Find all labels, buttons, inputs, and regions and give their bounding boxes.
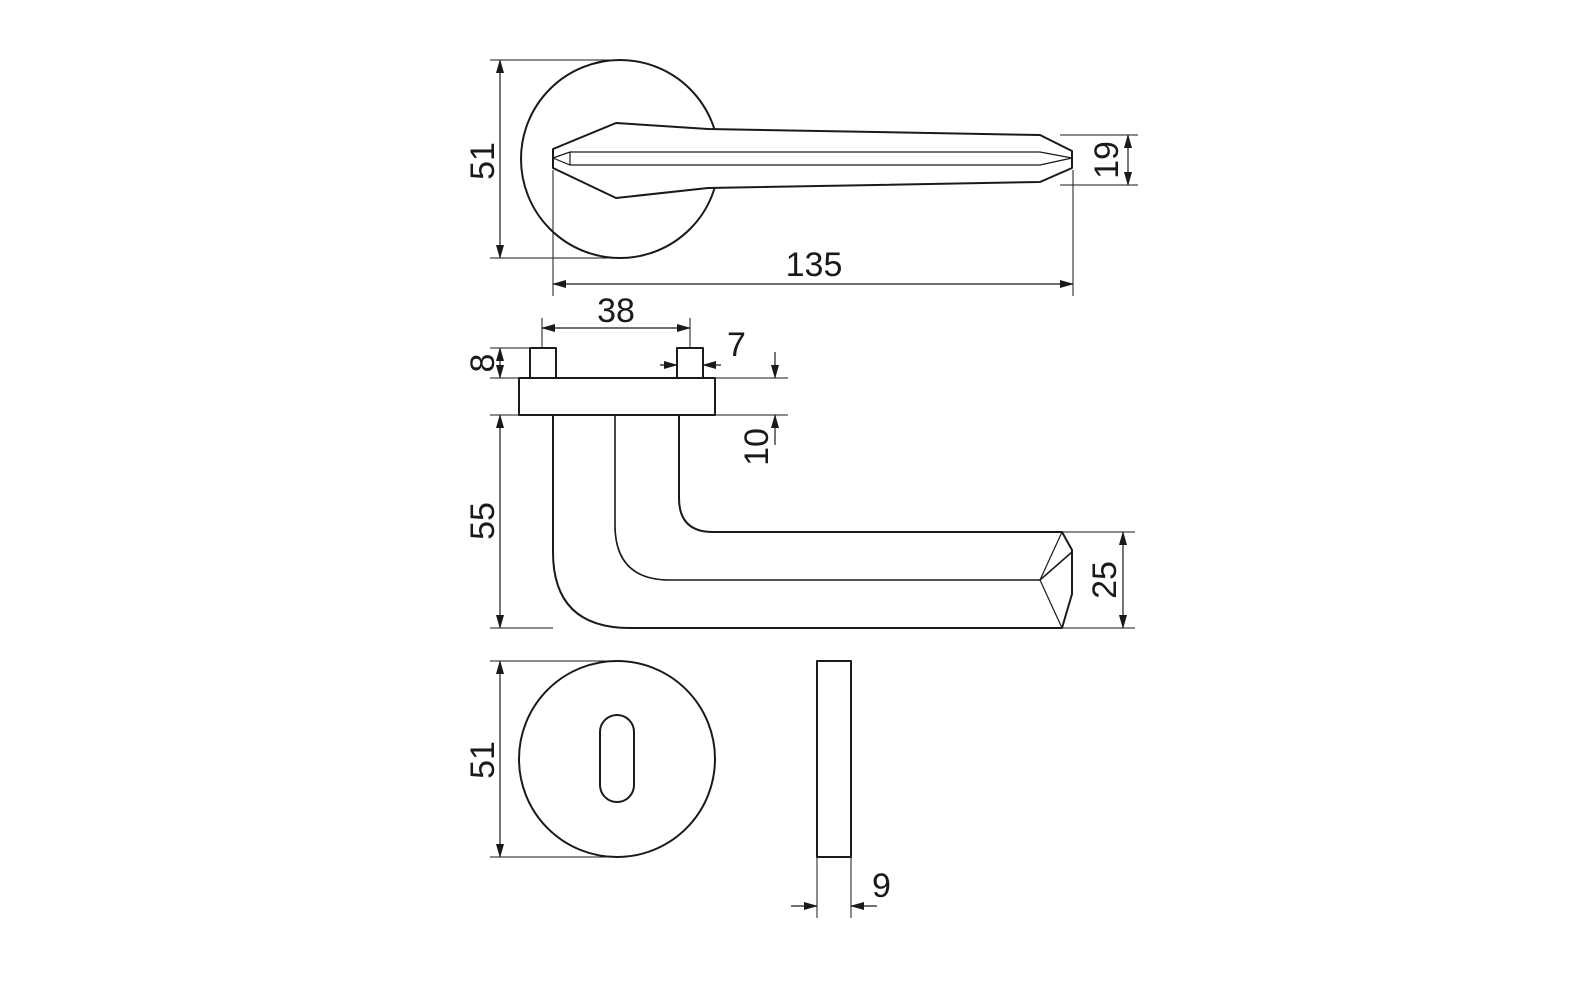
- dim-pin-height: 8: [464, 347, 530, 379]
- rose-plate-side: [518, 377, 716, 416]
- dim-label-lever-length: 135: [786, 246, 843, 284]
- lever-handle-top: [552, 122, 1073, 199]
- lever-inner-edge-side: [614, 415, 1073, 581]
- dim-spindle-spacing: 38: [541, 292, 691, 348]
- dim-label-escutcheon-diameter: 51: [464, 741, 502, 779]
- dim-pin-width: 7: [660, 326, 746, 369]
- lever-top-view: [520, 59, 1073, 259]
- dim-label-lever-drop: 55: [464, 502, 502, 540]
- dim-label-pin-width: 7: [727, 326, 746, 364]
- escutcheon-front-view: [518, 660, 716, 858]
- spindle-pin-right: [676, 347, 704, 379]
- escutcheon-side-view: [816, 660, 852, 858]
- dim-label-rose-diameter-top: 51: [464, 142, 502, 180]
- dim-escutcheon-diameter: 51: [464, 660, 620, 858]
- dim-label-escutcheon-thickness: 9: [872, 867, 891, 905]
- lever-ridge-top: [552, 151, 1073, 166]
- spindle-pin-left: [529, 347, 557, 379]
- dim-lever-drop: 55: [464, 414, 553, 629]
- lever-side-view: [518, 347, 1073, 629]
- dim-label-pin-height: 8: [464, 354, 502, 373]
- lever-body-side: [552, 414, 1073, 629]
- dim-lever-tip-height: 19: [1060, 134, 1138, 186]
- dim-lever-end-height: 25: [1062, 531, 1135, 629]
- dim-label-lever-end-height: 25: [1086, 561, 1124, 599]
- escutcheon-side-rect: [816, 660, 852, 858]
- keyhole-slot: [599, 714, 635, 803]
- dim-lever-length: 135: [552, 170, 1074, 296]
- dim-escutcheon-thickness: 9: [791, 857, 891, 918]
- dim-label-rose-thickness: 10: [738, 428, 776, 466]
- lever-tip-facet-side: [1039, 531, 1063, 629]
- dim-label-lever-tip-height: 19: [1088, 141, 1126, 179]
- dim-label-spindle-spacing: 38: [597, 292, 635, 330]
- dim-rose-thickness: 10: [715, 352, 788, 466]
- dim-rose-diameter-top: 51: [464, 59, 622, 259]
